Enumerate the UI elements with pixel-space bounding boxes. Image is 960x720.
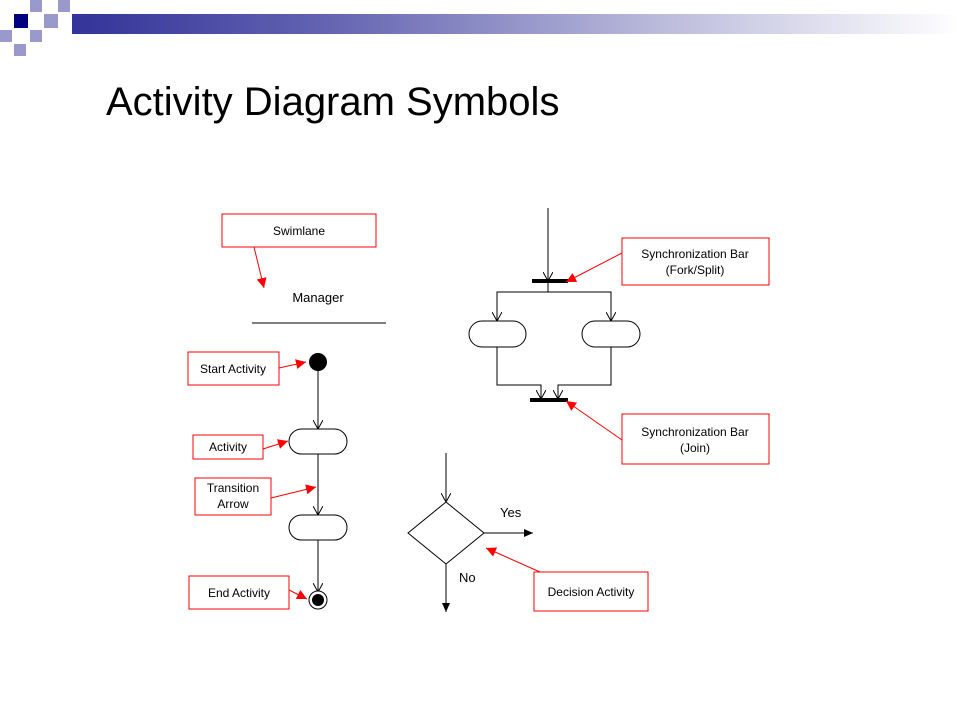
- callout-pointer-transition: [270, 484, 317, 499]
- decision-no-label: No: [459, 570, 476, 585]
- callout-transition-text-line2: Arrow: [217, 497, 249, 511]
- callout-transition-text-line1: Transition: [207, 481, 259, 495]
- callout-sync-fork-text-line2: (Fork/Split): [666, 263, 725, 277]
- slide-header-bar: [72, 14, 960, 34]
- callout-sync-fork-text-line1: Synchronization Bar: [641, 247, 748, 261]
- fork-branch-left: [497, 283, 549, 321]
- callout-decision-activity: [533, 571, 649, 612]
- callout-activity-text: Activity: [209, 440, 247, 454]
- activity-node-right: [581, 320, 641, 348]
- swimlane-name: Manager: [292, 290, 344, 305]
- join-bar: [530, 398, 568, 402]
- callout-transition-arrow: [194, 477, 272, 516]
- callout-swimlane-text: Swimlane: [273, 224, 325, 238]
- decision-diamond: [407, 501, 485, 565]
- callout-sync-join-text-line1: Synchronization Bar: [641, 425, 748, 439]
- join-branch-left: [496, 347, 541, 399]
- callout-pointer-fork: [565, 252, 623, 283]
- activity-node: [288, 514, 348, 541]
- callout-end-activity-text: End Activity: [208, 586, 270, 600]
- callout-activity: [192, 434, 264, 460]
- end-node: [308, 590, 328, 610]
- callout-pointer-join: [565, 400, 623, 441]
- callout-start-activity-text: Start Activity: [200, 362, 266, 376]
- callout-sync-join: [621, 413, 770, 465]
- callout-sync-fork: [621, 237, 770, 286]
- callout-boxes: [187, 213, 770, 612]
- join-branch-right: [558, 347, 612, 399]
- slide-title: Activity Diagram Symbols: [106, 80, 560, 124]
- callout-swimlane: [221, 213, 377, 248]
- callout-sync-join-text-line2: (Join): [680, 441, 710, 455]
- callout-pointer-start: [278, 359, 307, 370]
- callout-decision-activity-text: Decision Activity: [548, 585, 635, 599]
- callout-pointer-end: [288, 589, 308, 600]
- slide-corner-decoration: [0, 0, 80, 60]
- callout-pointer-decision: [485, 547, 541, 573]
- activity-node-left: [468, 320, 527, 348]
- activity-node: [288, 428, 348, 455]
- callout-pointer-activity: [262, 439, 289, 450]
- fork-bar: [532, 279, 568, 283]
- swimlane: Manager: [252, 290, 386, 324]
- fork-branch-right: [547, 283, 611, 321]
- callout-pointer-swimlane: [253, 246, 267, 289]
- callout-start-activity: [187, 351, 280, 386]
- start-node: [309, 353, 327, 371]
- callout-end-activity: [188, 575, 290, 610]
- decision-yes-label: Yes: [500, 505, 522, 520]
